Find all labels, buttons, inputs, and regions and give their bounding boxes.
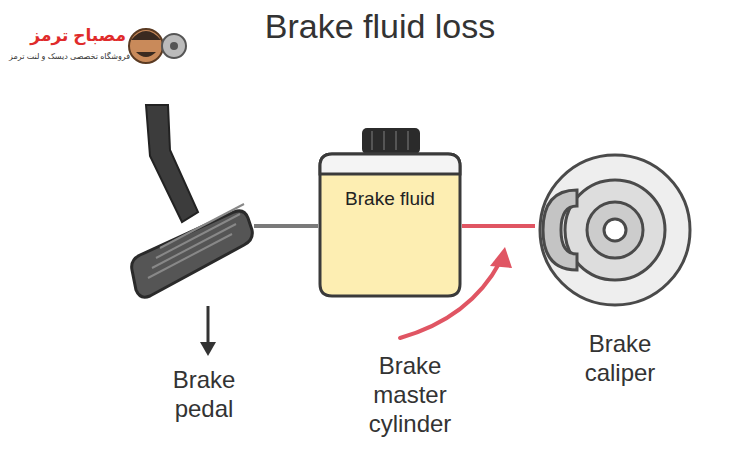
press-arrow: [207, 306, 210, 344]
reservoir-body: [320, 154, 460, 296]
logo-hair: [131, 31, 161, 40]
logo-disc: [162, 34, 186, 58]
pedal-groove: [156, 214, 240, 258]
node-label: Brake caliper: [555, 330, 685, 388]
diagram-title: Brake fluid loss: [200, 6, 560, 47]
reservoir-cap: [362, 128, 420, 154]
logo-text: مصباح ترمز: [20, 26, 126, 46]
cap-ridges: [372, 131, 408, 150]
pedal-pad: [132, 211, 253, 297]
node-label: Brake fluid: [324, 188, 456, 211]
brake-caliper: Brake caliper: [535, 150, 695, 395]
brake-disc: [540, 155, 690, 305]
node-outline: [318, 152, 462, 298]
node-outline: [535, 150, 695, 395]
disc-hub: [587, 202, 643, 258]
logo-beard: [136, 52, 156, 57]
pedal-part: Brake pedal: [128, 100, 254, 428]
pedal-groove: [160, 204, 244, 248]
pedal-arm: [146, 105, 198, 222]
logo-disc-hub: [170, 42, 178, 50]
caliper-body: [543, 190, 577, 270]
press-arrow-head: [200, 342, 216, 356]
connector-line: [254, 224, 318, 228]
part-label: Brake master cylinder: [340, 352, 480, 438]
hub-hole: [604, 219, 626, 241]
logo-face: [129, 29, 163, 63]
fluid-reservoir: Brake fluid: [318, 152, 462, 298]
connector-line: [462, 224, 535, 228]
pointer-arrow-head: [490, 247, 512, 268]
disc-inner: [565, 180, 665, 280]
reservoir-top: [320, 154, 460, 174]
node-label: Brake pedal: [156, 366, 252, 424]
logo-text: فروشگاه تخصصی دیسک و لنت ترمز: [4, 52, 130, 62]
